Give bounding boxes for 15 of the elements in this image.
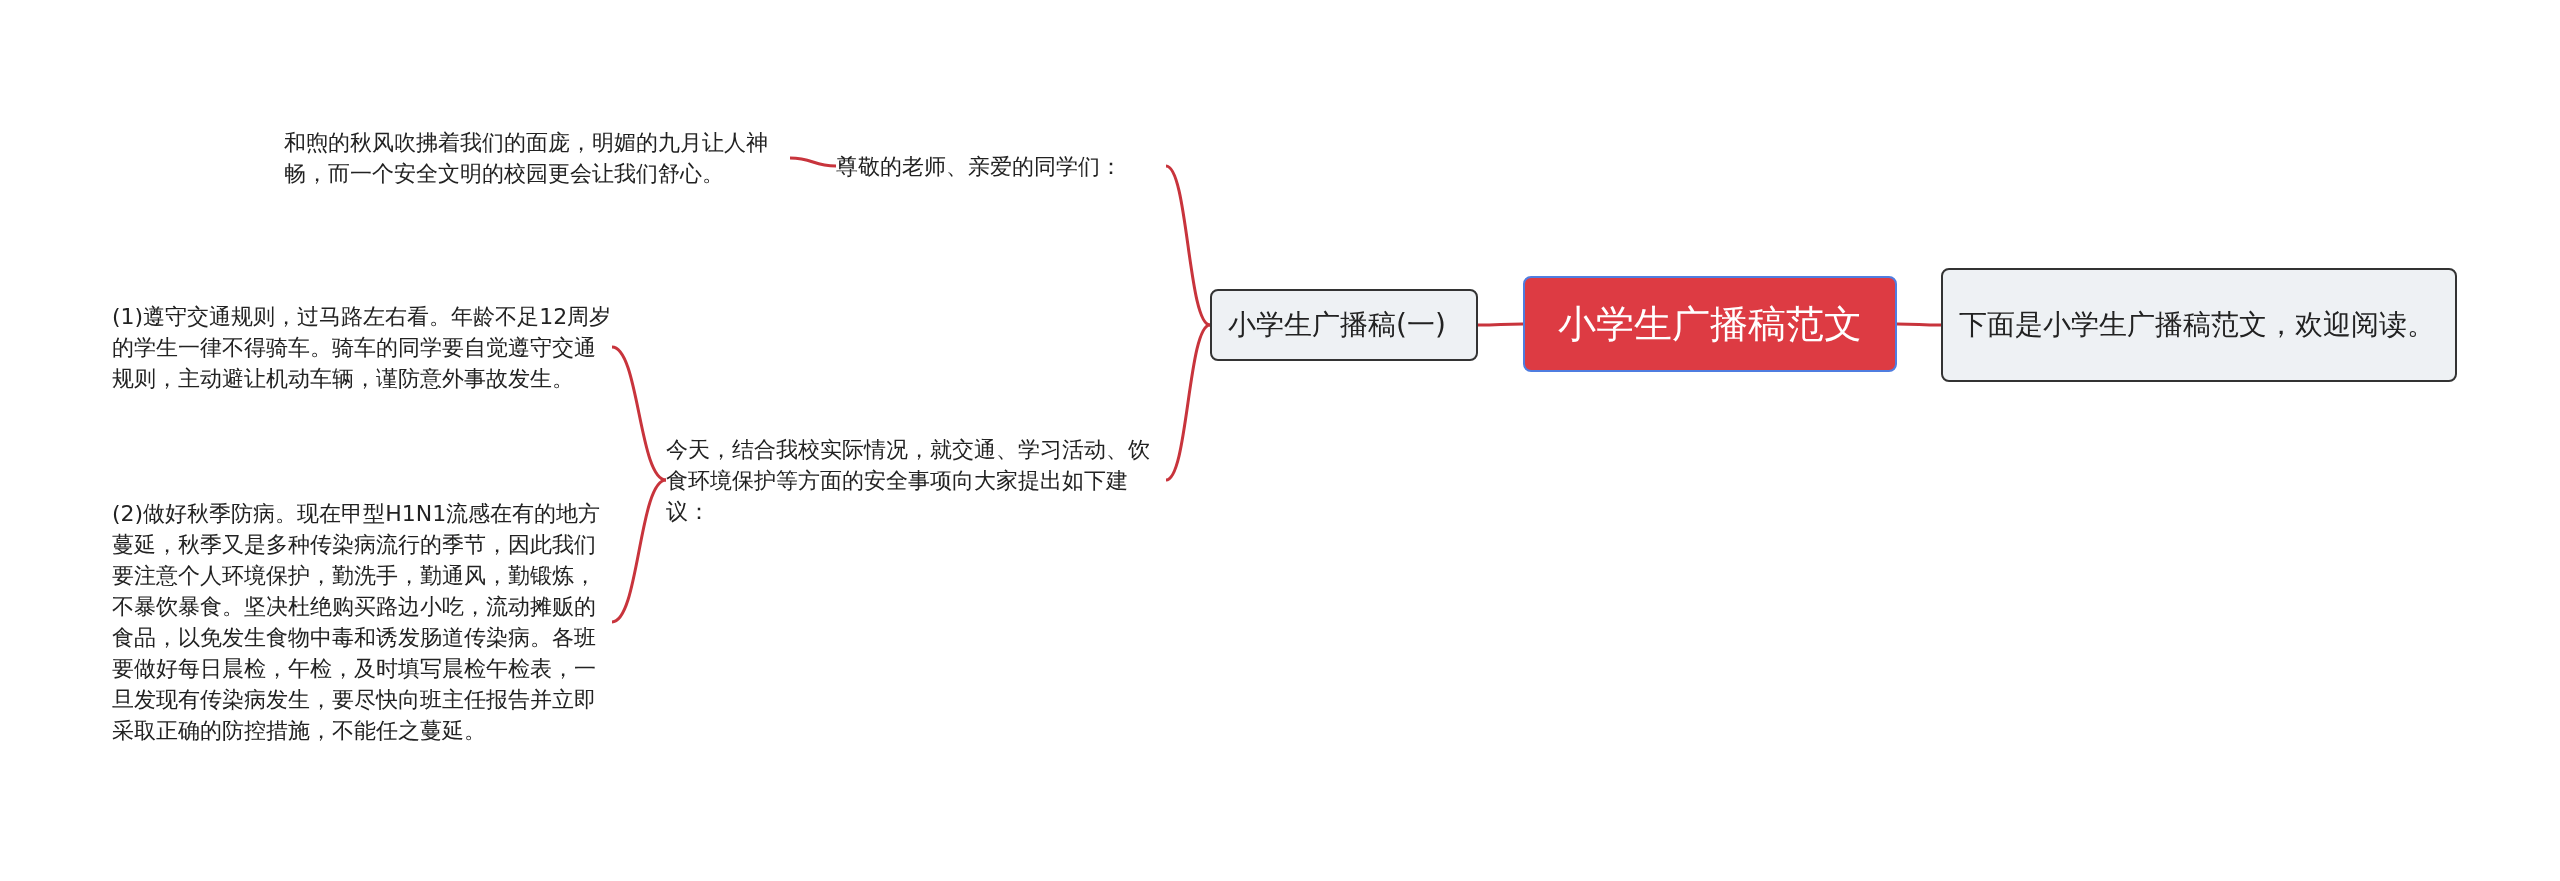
connector-line [1165,323,1211,482]
connector-line [611,345,667,482]
topic-box: 小学生广播稿(一) [1210,289,1478,361]
topic-text: 尊敬的老师、亲爱的同学们： [836,150,1166,182]
connector-line [1165,164,1211,327]
topic-text: (1)遵守交通规则，过马路左右看。年龄不足12周岁的学生一律不得骑车。骑车的同学要自觉遵守交通规则，主动避让机动车辆，谨防意外事故发生。 [112,282,612,412]
connector-line [1478,322,1523,327]
connector-line [789,156,837,168]
topic-text: 和煦的秋风吹拂着我们的面庞，明媚的九月让人神畅，而一个安全文明的校园更会让我们舒心。 [284,110,790,206]
topic-text: 今天，结合我校实际情况，就交通、学习活动、饮食环境保护等方面的安全事项向大家提出如下建议： [666,430,1166,530]
connector-line [611,478,667,624]
central-topic-box: 小学生广播稿范文 [1523,276,1897,372]
topic-box: 下面是小学生广播稿范文，欢迎阅读。 [1941,268,2457,382]
connector-line [1897,322,1941,327]
topic-text: (2)做好秋季防病。现在甲型H1N1流感在有的地方蔓延，秋季又是多种传染病流行的季节，因此我们要注意个人环境保护，勤洗手，勤通风，勤锻炼，不暴饮暴食。坚决杜绝购买路边小吃，流动摊贩的食品，以免发生食物中毒和诱发肠道传染病。各班要做好每日晨检，午检，及时填写晨检午检表，一旦发现有传染病发生，要尽快向班主任报告并立即采取正确的防控措施，不能任之蔓延。 [112,477,612,767]
